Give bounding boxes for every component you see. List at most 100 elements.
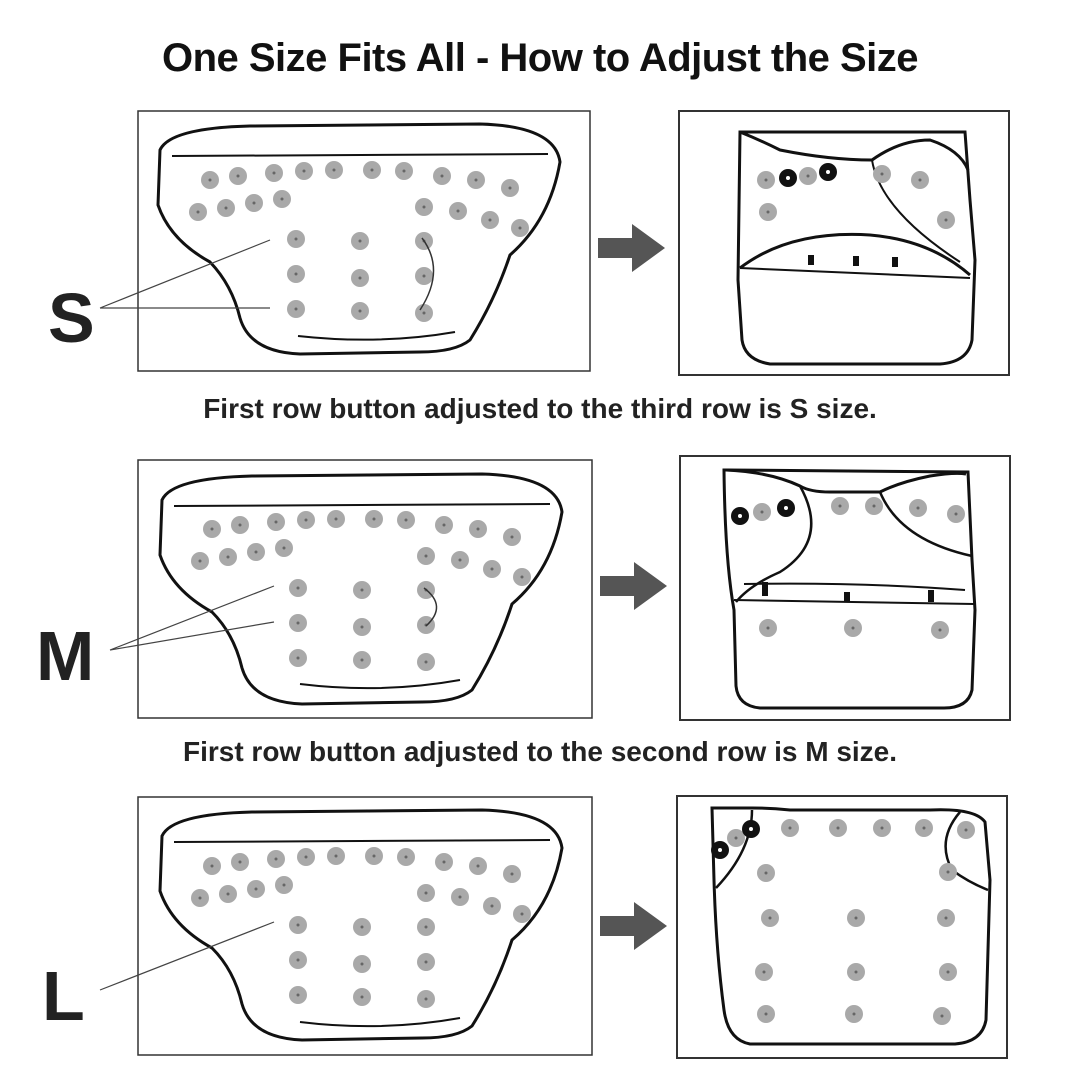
s-pointer-lines — [99, 239, 271, 309]
m-flat-diaper-frame — [137, 459, 593, 719]
l-flat-snap-center — [296, 993, 300, 997]
s-flat-snap-center — [302, 169, 306, 173]
l-flat-snaps — [191, 847, 531, 1008]
l-flat-snap-center — [210, 864, 214, 868]
l-flat-snap-center — [274, 857, 278, 861]
m-flat-snap-center — [510, 535, 514, 539]
m-flat-snap-center — [198, 559, 202, 563]
diagram-title: One Size Fits All - How to Adjust the Si… — [161, 36, 919, 80]
s-flat-snap-center — [402, 169, 406, 173]
s-flat-snap-center — [488, 218, 492, 222]
row-l: L — [42, 795, 1008, 1059]
s-flat-snap-center — [358, 239, 362, 243]
m-flat-snaps — [191, 510, 531, 671]
l-flat-snap-center — [360, 925, 364, 929]
m-flat-snap-center — [296, 586, 300, 590]
l-flat-snap-center — [404, 855, 408, 859]
l-flat-snap-center — [424, 997, 428, 1001]
l-flat-snap-center — [424, 925, 428, 929]
s-flat-diaper — [156, 122, 562, 356]
s-flat-snap-center — [294, 307, 298, 311]
l-flat-snap-center — [372, 854, 376, 858]
m-flat-snap-center — [442, 523, 446, 527]
m-flat-snap-center — [372, 517, 376, 521]
m-flat-snap-center — [334, 517, 338, 521]
m-flat-snap-center — [226, 555, 230, 559]
s-fastened-snaps — [757, 163, 955, 229]
row-s: S — [48, 110, 1010, 376]
m-flat-snap-center — [360, 588, 364, 592]
m-flat-snap-center — [274, 520, 278, 524]
m-flat-snap-center — [238, 523, 242, 527]
l-flat-snap-center — [282, 883, 286, 887]
m-flat-diaper — [158, 472, 564, 706]
s-flat-snap-center — [332, 168, 336, 172]
s-flat-snap-center — [422, 311, 426, 315]
l-flat-diaper-frame — [137, 796, 593, 1056]
l-fastened-diaper-frame — [676, 795, 1008, 1059]
s-size-letter: S — [48, 279, 95, 357]
m-flat-snap-center — [296, 656, 300, 660]
l-size-letter: L — [42, 957, 85, 1035]
s-fastened-diaper — [736, 130, 977, 366]
l-flat-snap-center — [254, 887, 258, 891]
l-flat-snap-center — [458, 895, 462, 899]
s-snap-connector-line — [419, 237, 435, 311]
s-flat-snap-center — [440, 174, 444, 178]
l-fastened-snaps — [711, 819, 975, 1025]
s-flat-snap-center — [422, 274, 426, 278]
m-flat-snap-center — [210, 527, 214, 531]
l-flat-snap-center — [304, 855, 308, 859]
m-flat-snap-center — [424, 660, 428, 664]
m-flat-snap-center — [296, 621, 300, 625]
s-flat-snap-center — [196, 210, 200, 214]
s-flat-snap-center — [422, 205, 426, 209]
s-flat-snap-center — [294, 272, 298, 276]
l-flat-diaper — [158, 808, 564, 1042]
s-flat-snap-center — [280, 197, 284, 201]
l-flat-snap-center — [334, 854, 338, 858]
caption-m-size: First row button adjusted to the second … — [182, 736, 898, 767]
l-flat-snap-center — [424, 960, 428, 964]
s-flat-snap-center — [272, 171, 276, 175]
m-flat-snap-center — [490, 567, 494, 571]
s-flat-snap-center — [358, 276, 362, 280]
row-m: M — [36, 455, 1011, 721]
s-flat-snap-center — [224, 206, 228, 210]
s-flat-snap-center — [508, 186, 512, 190]
m-flat-snap-center — [360, 625, 364, 629]
s-flat-snap-center — [294, 237, 298, 241]
s-flat-snaps — [189, 161, 529, 322]
l-flat-snap-center — [520, 912, 524, 916]
s-flat-snap-center — [236, 174, 240, 178]
m-arrow-icon — [600, 562, 667, 610]
s-flat-snap-center — [518, 226, 522, 230]
m-flat-snap-center — [282, 546, 286, 550]
l-flat-snap-center — [296, 958, 300, 962]
l-flat-snap-center — [490, 904, 494, 908]
s-fastened-diaper-frame — [678, 110, 1010, 376]
l-flat-snap-center — [360, 995, 364, 999]
caption-s-size: First row button adjusted to the third r… — [203, 393, 877, 424]
s-flat-snap-center — [474, 178, 478, 182]
l-flat-snap-center — [198, 896, 202, 900]
m-flat-snap-center — [476, 527, 480, 531]
s-flat-snap-center — [370, 168, 374, 172]
m-flat-snap-center — [520, 575, 524, 579]
l-flat-snap-center — [360, 962, 364, 966]
m-size-letter: M — [36, 617, 94, 695]
m-flat-snap-center — [424, 554, 428, 558]
m-pointer-lines — [109, 585, 275, 651]
m-fastened-snaps — [731, 497, 965, 639]
l-flat-snap-center — [226, 892, 230, 896]
m-fastened-diaper — [722, 468, 977, 710]
s-flat-snap-center — [208, 178, 212, 182]
l-flat-snap-center — [510, 872, 514, 876]
l-arrow-icon — [600, 902, 667, 950]
l-flat-snap-center — [238, 860, 242, 864]
s-flat-diaper-frame — [137, 110, 591, 372]
l-flat-snap-center — [476, 864, 480, 868]
l-pointer-line — [99, 921, 275, 991]
s-flat-snap-center — [252, 201, 256, 205]
